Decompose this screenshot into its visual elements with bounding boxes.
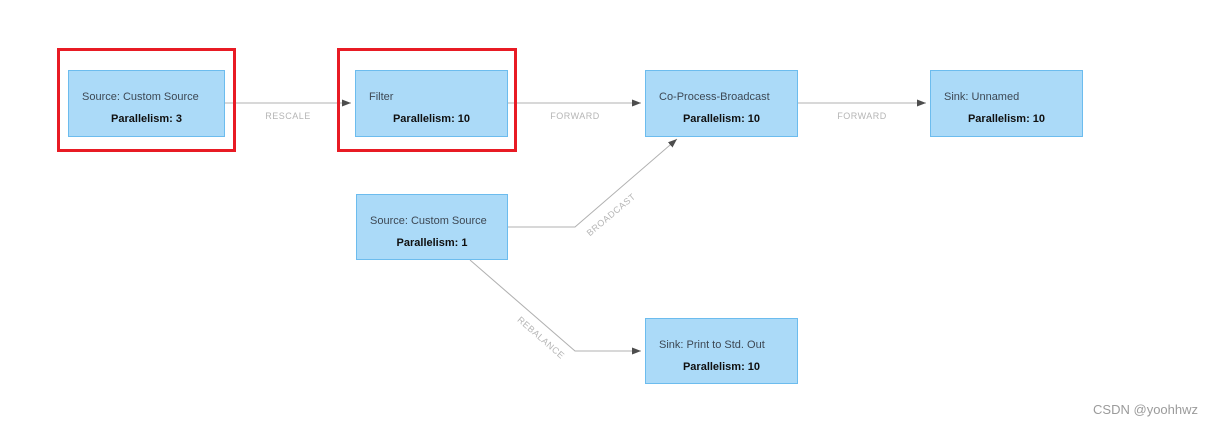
node-title: Co-Process-Broadcast (659, 91, 770, 103)
highlight-box-filter (337, 48, 517, 152)
watermark-text: CSDN @yoohhwz (1093, 402, 1198, 417)
node-filter[interactable]: Filter Parallelism: 10 (355, 70, 508, 137)
node-parallelism: Parallelism: 10 (682, 113, 761, 125)
edge-broadcast (508, 138, 678, 228)
edge-label-rescale: RESCALE (265, 111, 311, 121)
node-parallelism: Parallelism: 10 (392, 113, 471, 125)
node-title: Sink: Print to Std. Out (659, 339, 765, 351)
node-title: Sink: Unnamed (944, 91, 1020, 103)
node-sink-unnamed[interactable]: Sink: Unnamed Parallelism: 10 (930, 70, 1083, 137)
node-parallelism: Parallelism: 10 (682, 361, 761, 373)
edge-label-broadcast: BROADCAST (585, 191, 638, 238)
node-title: Source: Custom Source (82, 91, 199, 103)
edge-rebalance (469, 259, 641, 355)
node-parallelism: Parallelism: 10 (967, 113, 1046, 125)
node-title: Filter (369, 91, 394, 103)
node-source-custom-source-p1[interactable]: Source: Custom Source Parallelism: 1 (356, 194, 508, 260)
edge-label-forward-2: FORWARD (837, 111, 887, 121)
edge-label-rebalance: REBALANCE (515, 315, 566, 361)
highlight-box-source-custom-source (57, 48, 236, 152)
edge-label-forward-1: FORWARD (550, 111, 600, 121)
node-co-process-broadcast[interactable]: Co-Process-Broadcast Parallelism: 10 (645, 70, 798, 137)
node-sink-print-to-std-out[interactable]: Sink: Print to Std. Out Parallelism: 10 (645, 318, 798, 384)
node-parallelism: Parallelism: 3 (111, 113, 182, 125)
node-title: Source: Custom Source (370, 215, 487, 227)
node-parallelism: Parallelism: 1 (396, 237, 468, 249)
node-source-custom-source-p3[interactable]: Source: Custom Source Parallelism: 3 (68, 70, 225, 137)
